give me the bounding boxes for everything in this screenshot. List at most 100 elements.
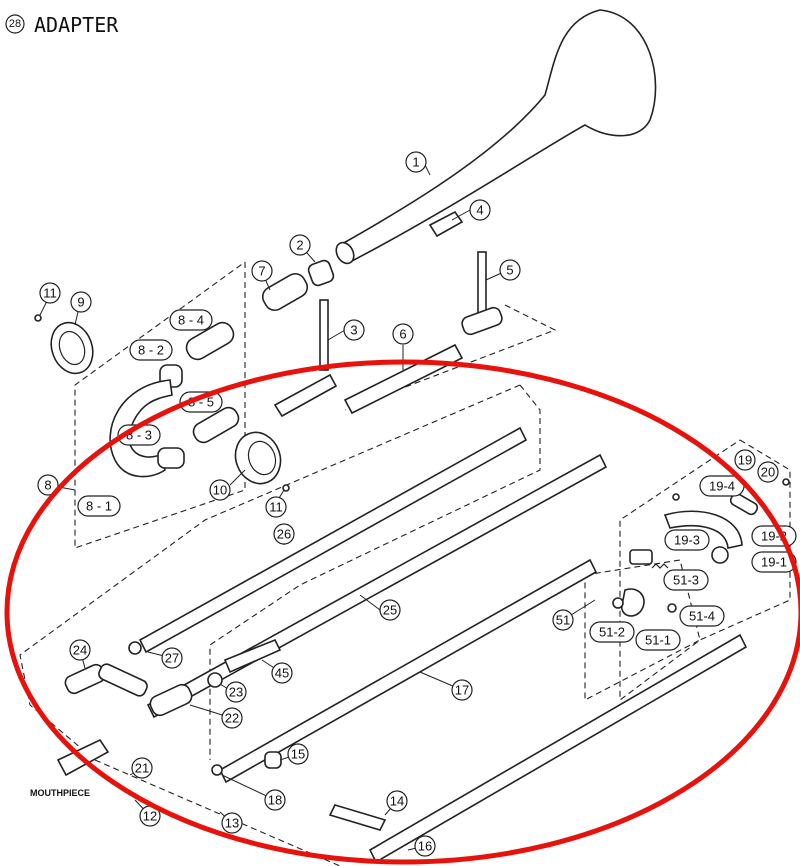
highlight-ellipse <box>4 359 800 865</box>
callout-20: 20 <box>757 461 779 483</box>
svg-text:45: 45 <box>275 666 289 681</box>
part-17-tube-a <box>218 558 598 784</box>
callout-16: 16 <box>414 835 436 857</box>
part-23-ring <box>207 672 223 688</box>
callout-6: 6 <box>392 323 414 345</box>
svg-text:14: 14 <box>390 794 404 809</box>
part-10-cap <box>234 431 282 485</box>
outline-lower <box>94 759 341 866</box>
svg-text:17: 17 <box>455 683 469 698</box>
svg-text:16: 16 <box>418 839 432 854</box>
svg-text:51-4: 51-4 <box>689 609 715 624</box>
callout-8-2: 8 - 2 <box>129 339 173 361</box>
svg-text:18: 18 <box>268 793 282 808</box>
svg-text:51: 51 <box>556 613 570 628</box>
bell-part-1 <box>335 9 657 265</box>
title-text: ADAPTER <box>34 13 119 37</box>
callout-2: 2 <box>289 234 311 256</box>
svg-text:15: 15 <box>291 747 305 762</box>
bell-tube-end <box>335 241 355 265</box>
callouts: 1 2 3 4 5 6 7 8 9 10 11 11 12 13 14 15 1… <box>37 151 797 857</box>
mouthpiece-assembly <box>56 641 223 777</box>
svg-text:13: 13 <box>225 816 239 831</box>
water-key-group <box>612 478 790 617</box>
part-7-sleeve <box>261 272 309 312</box>
callout-45: 45 <box>271 662 293 684</box>
part-19-2-tube <box>729 492 759 516</box>
part-5-elbow <box>461 306 503 336</box>
svg-text:19-4: 19-4 <box>709 479 735 494</box>
svg-text:10: 10 <box>213 483 227 498</box>
svg-text:27: 27 <box>165 651 179 666</box>
callout-8-1: 8 - 1 <box>77 495 121 517</box>
callout-21: 21 <box>131 757 153 779</box>
svg-text:21: 21 <box>135 761 149 776</box>
svg-text:22: 22 <box>225 711 239 726</box>
part-2-connector <box>307 259 335 287</box>
part-11-screw-a <box>34 314 42 322</box>
callout-25: 25 <box>379 599 401 621</box>
callout-12: 12 <box>139 805 161 827</box>
part-51-body <box>629 549 653 565</box>
svg-text:1: 1 <box>412 155 419 170</box>
part-8-1-bend <box>109 379 173 478</box>
svg-text:2: 2 <box>296 238 303 253</box>
svg-text:6: 6 <box>399 327 406 342</box>
outline-tube-6 <box>344 304 557 411</box>
callout-51-3: 51-3 <box>663 569 709 591</box>
svg-text:8: 8 <box>44 478 51 493</box>
part-18-ring <box>211 764 223 776</box>
callout-8: 8 <box>37 474 59 496</box>
callout-4: 4 <box>469 199 491 221</box>
part-4-rest <box>428 210 464 238</box>
callout-19-4: 19-4 <box>699 475 745 497</box>
callout-23: 23 <box>225 681 247 703</box>
part-8-4-sleeve <box>185 321 235 361</box>
part-19-bend <box>663 510 743 549</box>
svg-text:24: 24 <box>73 643 87 658</box>
callout-7: 7 <box>251 260 273 282</box>
svg-text:11: 11 <box>43 286 57 301</box>
callout-19-2: 19-2 <box>751 525 797 547</box>
part-19-1-end <box>711 546 729 564</box>
svg-text:11: 11 <box>269 500 283 515</box>
svg-text:19-3: 19-3 <box>674 533 700 548</box>
part-45-brace <box>223 638 282 674</box>
svg-text:20: 20 <box>761 465 775 480</box>
svg-text:26: 26 <box>277 527 291 542</box>
part-20-screw <box>782 478 790 486</box>
callout-51-1: 51-1 <box>635 629 681 651</box>
callout-5: 5 <box>499 259 521 281</box>
part-51-4-washer <box>667 603 677 613</box>
callout-19-3: 19-3 <box>664 529 710 551</box>
callout-26: 26 <box>273 523 295 545</box>
svg-text:12: 12 <box>143 809 157 824</box>
part-26-tube <box>138 426 528 654</box>
title-number: 28 <box>9 18 21 30</box>
svg-text:25: 25 <box>383 603 397 618</box>
part-24-tube <box>98 663 148 697</box>
part-19-4-screw <box>672 493 680 501</box>
svg-text:51-1: 51-1 <box>645 633 671 648</box>
callout-27: 27 <box>161 647 183 669</box>
part-10-cap-inner <box>247 440 277 476</box>
callout-14: 14 <box>386 790 408 812</box>
part-9-cap <box>50 321 94 375</box>
svg-text:51-3: 51-3 <box>673 573 699 588</box>
part-51-1-lever <box>621 588 645 617</box>
callout-1: 1 <box>405 151 427 173</box>
part-51-3-spring <box>651 563 669 569</box>
svg-text:4: 4 <box>476 203 483 218</box>
callout-11a: 11 <box>39 282 61 304</box>
svg-text:51-2: 51-2 <box>599 625 625 640</box>
part-22-sleeve <box>149 683 193 717</box>
callout-51: 51 <box>552 609 574 631</box>
outline-main-inner <box>209 384 541 760</box>
callout-19: 19 <box>734 449 756 471</box>
svg-text:5: 5 <box>506 263 513 278</box>
svg-text:7: 7 <box>258 264 265 279</box>
svg-text:19-1: 19-1 <box>761 555 787 570</box>
part-9-cap-inner <box>58 330 86 366</box>
